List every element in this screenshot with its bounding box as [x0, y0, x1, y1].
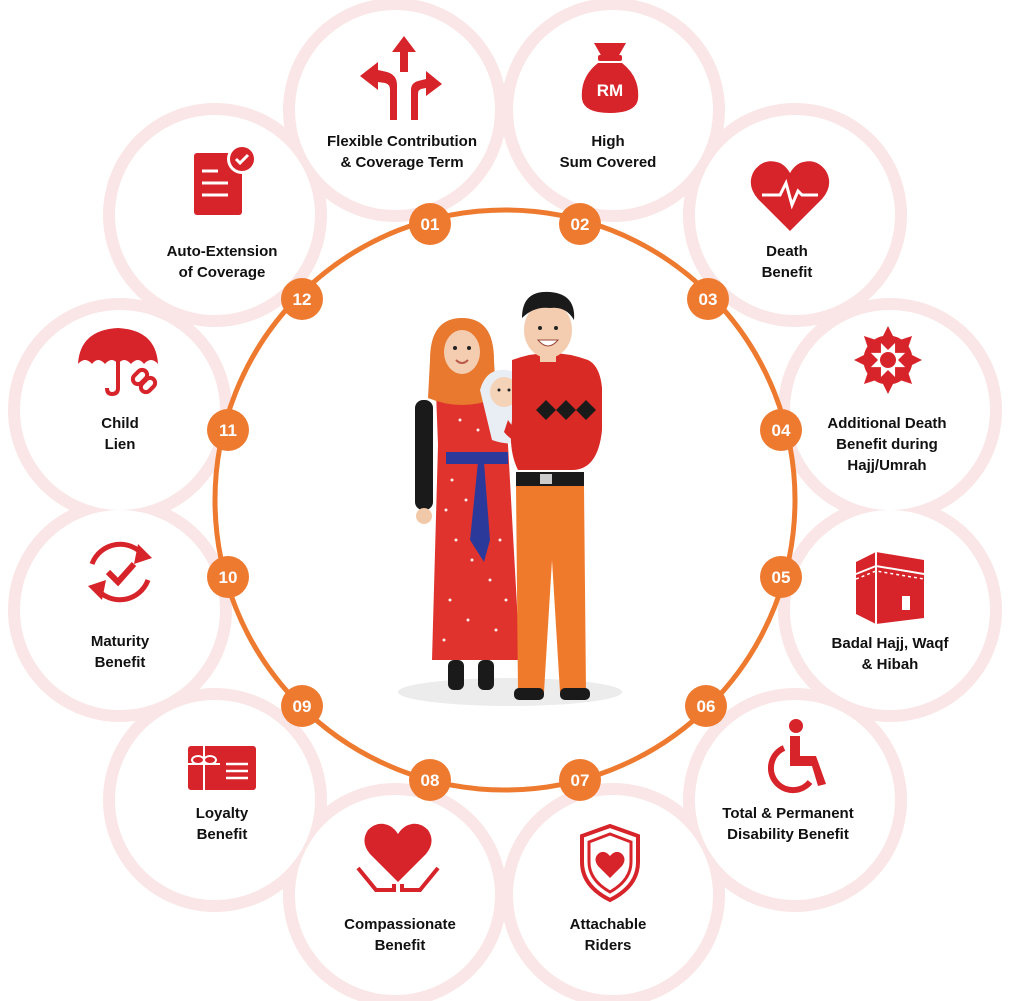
document-check-icon — [194, 144, 257, 215]
orange-ring — [212, 207, 798, 793]
heartbeat-icon — [750, 161, 830, 232]
svg-text:07: 07 — [571, 771, 590, 790]
svg-text:11: 11 — [219, 421, 237, 440]
svg-text:10: 10 — [219, 568, 238, 587]
islamic-star-icon — [854, 326, 922, 394]
kaaba-icon — [855, 552, 925, 624]
hands-heart-icon — [356, 823, 440, 892]
number-badge-03: 03 — [687, 278, 729, 320]
number-badge-02: 02 — [559, 203, 601, 245]
number-badge-12: 12 — [281, 278, 323, 320]
money-bag-text: RM — [597, 81, 623, 100]
father-figure — [504, 291, 602, 700]
shield-heart-icon — [580, 823, 640, 903]
svg-text:04: 04 — [772, 421, 791, 440]
svg-text:08: 08 — [421, 771, 440, 790]
umbrella-link-icon — [78, 328, 158, 397]
svg-text:01: 01 — [421, 215, 440, 234]
number-badge-01: 01 — [409, 203, 451, 245]
number-badge-10: 10 — [207, 556, 249, 598]
svg-text:05: 05 — [772, 568, 791, 587]
svg-text:12: 12 — [293, 290, 312, 309]
number-badge-08: 08 — [409, 759, 451, 801]
number-badge-09: 09 — [281, 685, 323, 727]
benefit-01-label: Flexible Contribution& Coverage Term — [327, 133, 477, 171]
svg-text:06: 06 — [697, 697, 716, 716]
refresh-check-icon — [88, 541, 152, 603]
gift-card-icon — [188, 746, 256, 790]
number-badge-04: 04 — [760, 409, 802, 451]
money-bag-icon: RM — [581, 43, 639, 113]
family-illustration — [398, 291, 622, 706]
svg-text:03: 03 — [699, 290, 718, 309]
number-badge-07: 07 — [559, 759, 601, 801]
svg-text:02: 02 — [571, 215, 590, 234]
mother-figure — [415, 318, 520, 690]
svg-text:09: 09 — [293, 697, 312, 716]
number-badge-06: 06 — [685, 685, 727, 727]
number-badge-05: 05 — [760, 556, 802, 598]
number-badge-11: 11 — [207, 409, 249, 451]
directions-arrows-icon — [360, 36, 442, 120]
wheelchair-icon — [767, 719, 826, 794]
benefit-05-label: Badal Hajj, Waqf& Hibah — [832, 635, 950, 673]
